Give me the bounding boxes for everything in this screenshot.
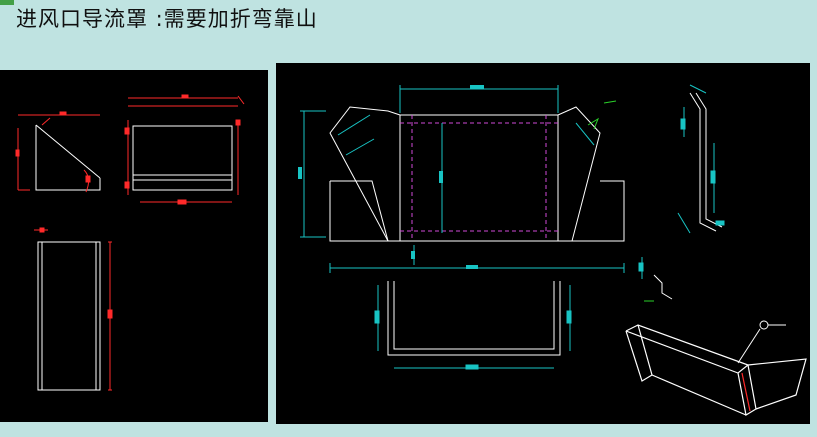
- u-channel-section: [387, 281, 561, 356]
- side-view-triangle: [35, 124, 101, 191]
- flat-pattern-dim-labels: [298, 85, 484, 269]
- side-view-dimensions: [15, 111, 100, 193]
- u-channel-dimensions: [374, 285, 572, 370]
- front-view-rect: [37, 241, 101, 391]
- side-profile-dimensions: [677, 84, 725, 234]
- isometric-note: [737, 320, 786, 364]
- title-subtitle: 需要加折弯靠山: [163, 7, 318, 31]
- flat-pattern-dimensions: [300, 85, 625, 273]
- isometric-bend-marks: [741, 372, 751, 412]
- isometric-view: [625, 324, 807, 416]
- flat-pattern-notes: [587, 100, 617, 130]
- flat-pattern-bendlines: [400, 115, 558, 241]
- cad-view-right[interactable]: [276, 63, 810, 424]
- page-title: 进风口导流罩 :需要加折弯靠山: [16, 4, 318, 34]
- flat-pattern-outline: [329, 106, 625, 242]
- front-view-dimensions: [34, 227, 113, 391]
- bend-detail-dimensions: [638, 257, 644, 279]
- cad-view-left[interactable]: [0, 70, 268, 422]
- right-drawing: [298, 84, 807, 416]
- accent-tab: [0, 0, 14, 5]
- side-profile: [689, 92, 723, 232]
- title-separator: :: [148, 7, 164, 31]
- top-view-rect: [132, 125, 233, 191]
- title-main: 进风口导流罩: [16, 7, 148, 31]
- bend-detail: [653, 274, 673, 300]
- left-drawing: [15, 94, 245, 391]
- top-view-dimensions: [124, 94, 245, 205]
